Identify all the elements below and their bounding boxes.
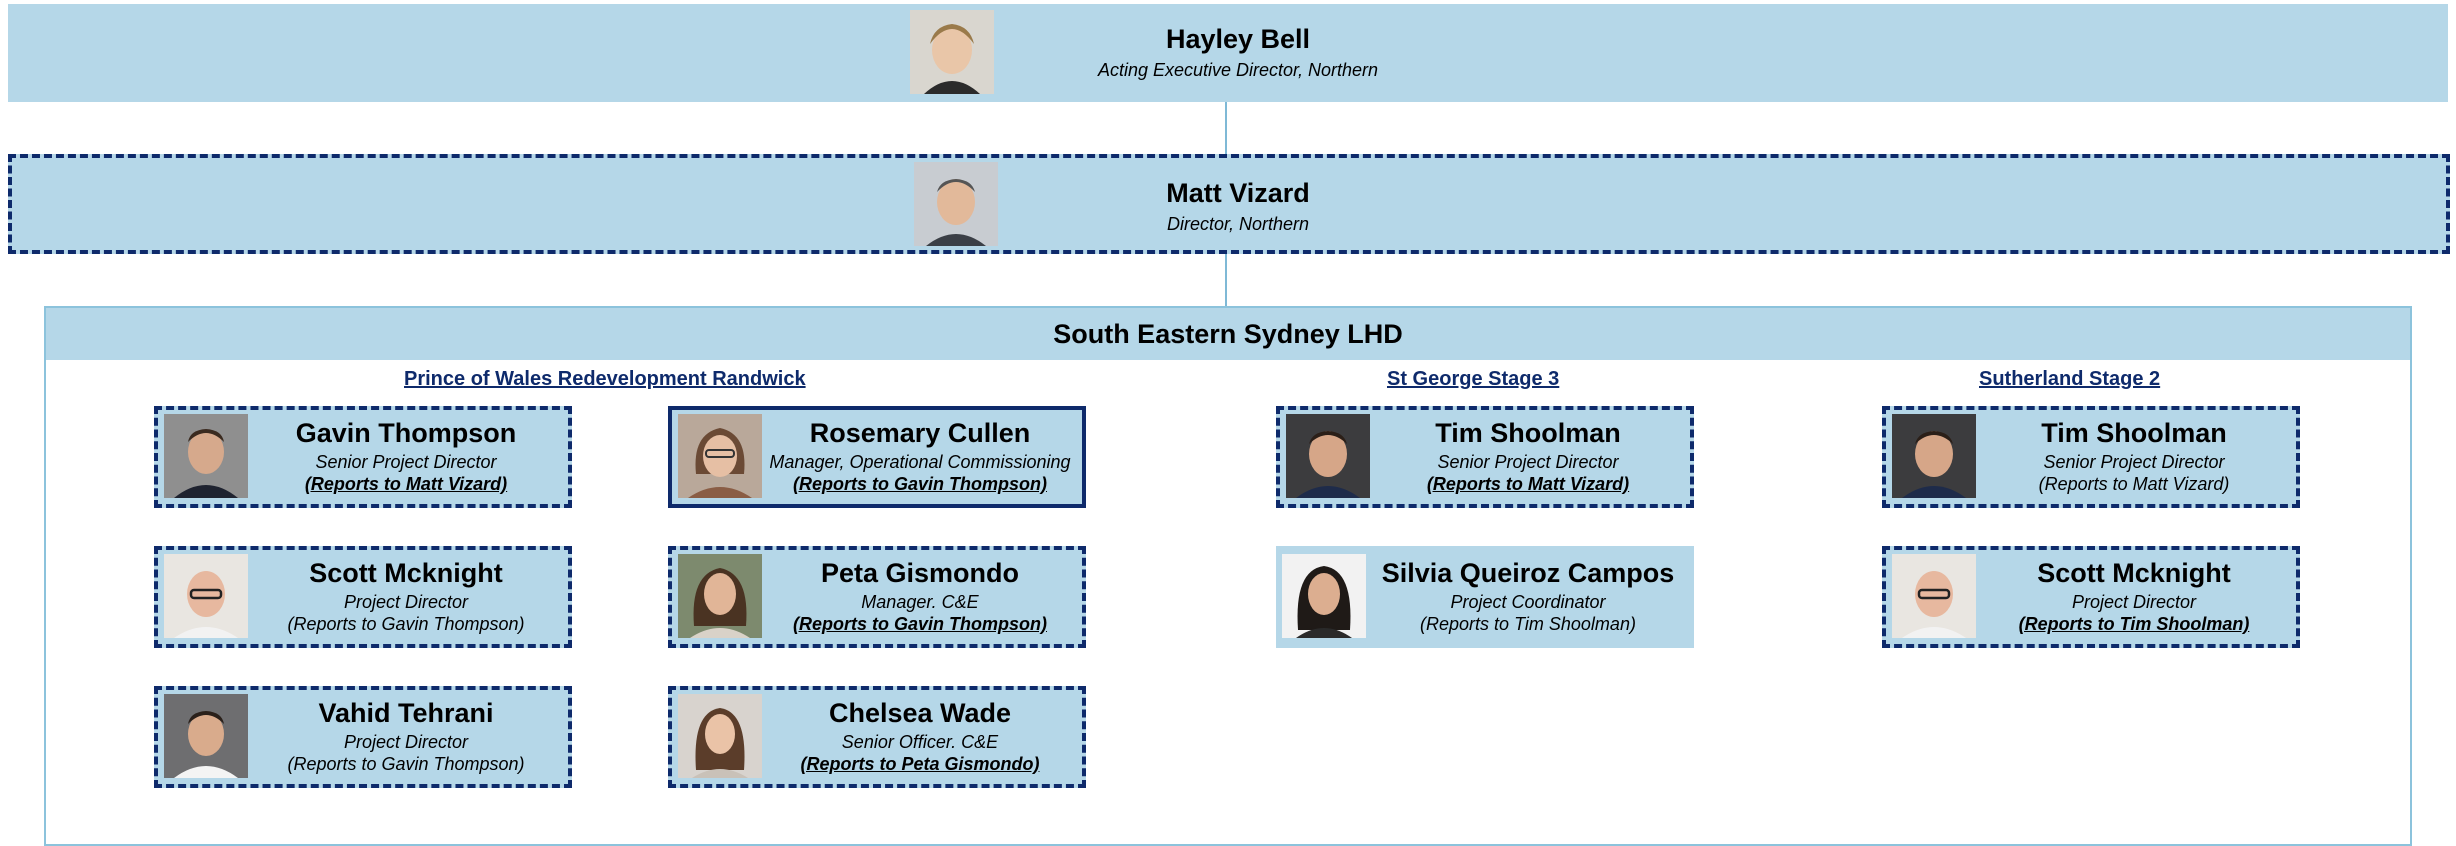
person-title: Senior Officer. C&E [841, 732, 999, 752]
person-name: Hayley Bell [1165, 24, 1311, 54]
reports-to: (Reports to Gavin Thompson) [793, 474, 1047, 494]
avatar [1892, 414, 1976, 498]
avatar [164, 554, 248, 638]
reports-to: (Reports to Matt Vizard) [304, 474, 508, 494]
section-title-prince-of-wales[interactable]: Prince of Wales Redevelopment Randwick [404, 368, 806, 390]
avatar [678, 694, 762, 778]
person-title: Senior Project Director [315, 452, 497, 472]
avatar [914, 162, 998, 246]
person-card: Rosemary Cullen Manager, Operational Com… [668, 406, 1086, 508]
person-card: Tim Shoolman Senior Project Director (Re… [1276, 406, 1694, 508]
person-name: Tim Shoolman [2041, 418, 2227, 448]
person-card: Chelsea Wade Senior Officer. C&E (Report… [668, 686, 1086, 788]
connector-line [1225, 102, 1227, 154]
person-title: Project Coordinator [1450, 592, 1606, 612]
person-card: Scott Mcknight Project Director (Reports… [154, 546, 572, 648]
person-card: Peta Gismondo Manager. C&E (Reports to G… [668, 546, 1086, 648]
person-title: Project Director [343, 592, 469, 612]
avatar [910, 10, 994, 94]
person-name: Vahid Tehrani [318, 698, 494, 728]
reports-to: (Reports to Gavin Thompson) [287, 754, 525, 774]
person-title: Director, Northern [1166, 214, 1310, 234]
avatar [1282, 554, 1366, 638]
reports-to: (Reports to Peta Gismondo) [800, 754, 1040, 774]
reports-to: (Reports to Tim Shoolman) [2018, 614, 2250, 634]
avatar [1892, 554, 1976, 638]
person-card: Tim Shoolman Senior Project Director (Re… [1882, 406, 2300, 508]
person-title: Acting Executive Director, Northern [1097, 60, 1379, 80]
person-title: Manager, Operational Commissioning [769, 452, 1071, 472]
section-title-st-george[interactable]: St George Stage 3 [1387, 368, 1560, 390]
person-card: Vahid Tehrani Project Director (Reports … [154, 686, 572, 788]
person-name: Scott Mcknight [309, 558, 503, 588]
person-name: Matt Vizard [1166, 178, 1310, 208]
person-name: Rosemary Cullen [809, 418, 1031, 448]
person-title: Manager. C&E [861, 592, 979, 612]
reports-to: (Reports to Gavin Thompson) [287, 614, 525, 634]
avatar [678, 554, 762, 638]
person-title: Senior Project Director [1437, 452, 1619, 472]
person-card: Scott Mcknight Project Director (Reports… [1882, 546, 2300, 648]
person-card: Gavin Thompson Senior Project Director (… [154, 406, 572, 508]
group-container: South Eastern Sydney LHD Prince of Wales… [44, 306, 2412, 846]
person-name: Chelsea Wade [828, 698, 1012, 728]
person-name: Scott Mcknight [2037, 558, 2231, 588]
section-title-sutherland[interactable]: Sutherland Stage 2 [1979, 368, 2161, 390]
person-title: Senior Project Director [2043, 452, 2225, 472]
connector-line [1225, 254, 1227, 306]
group-title: South Eastern Sydney LHD [46, 308, 2410, 360]
avatar [678, 414, 762, 498]
avatar [164, 694, 248, 778]
reports-to: (Reports to Gavin Thompson) [793, 614, 1047, 634]
person-name: Tim Shoolman [1435, 418, 1621, 448]
reports-to: (Reports to Matt Vizard) [2038, 474, 2230, 494]
person-name: Gavin Thompson [295, 418, 517, 448]
reports-to: (Reports to Matt Vizard) [1426, 474, 1630, 494]
person-name: Peta Gismondo [820, 558, 1020, 588]
top-executive-box: Hayley Bell Acting Executive Director, N… [8, 4, 2448, 102]
reports-to: (Reports to Tim Shoolman) [1420, 614, 1636, 634]
avatar [164, 414, 248, 498]
avatar [1286, 414, 1370, 498]
director-box: Matt Vizard Director, Northern [8, 154, 2450, 254]
person-card: Silvia Queiroz Campos Project Coordinato… [1276, 546, 1694, 648]
person-title: Project Director [343, 732, 469, 752]
person-name: Silvia Queiroz Campos [1381, 558, 1675, 588]
person-title: Project Director [2071, 592, 2197, 612]
